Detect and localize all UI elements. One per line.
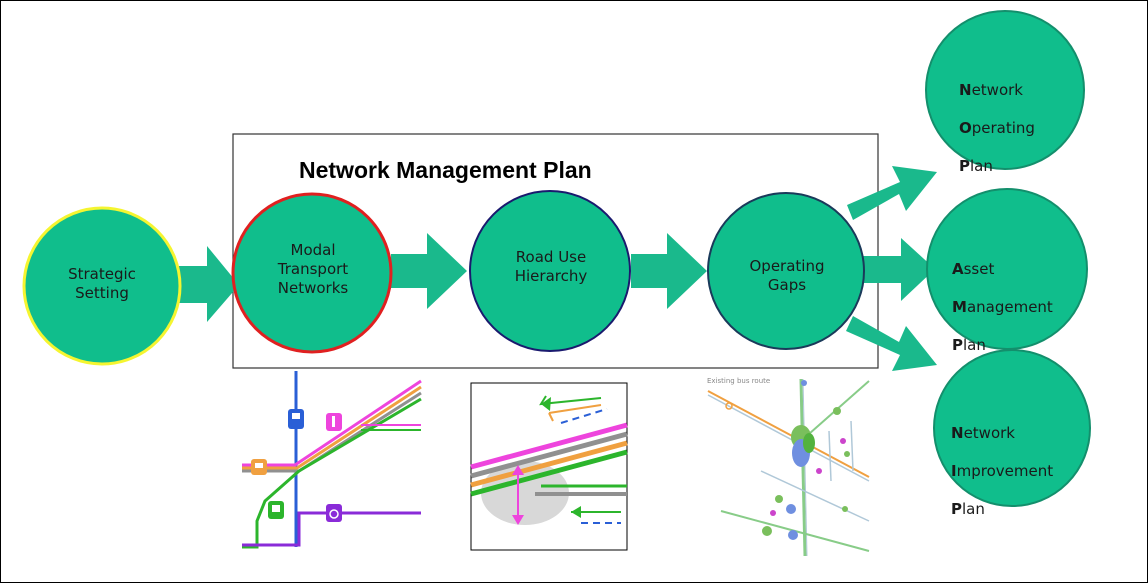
output-asset-label: Asset Management Plan [952, 260, 1053, 354]
node-strategic-label: Strategic Setting [68, 265, 136, 302]
output-improvement-circle [933, 349, 1091, 507]
arrow-gaps-to-operating [847, 166, 937, 220]
node-gaps-label: Operating Gaps [749, 257, 825, 294]
flow-arrows [179, 166, 937, 371]
arrow-gaps-to-improvement [846, 316, 937, 371]
node-strategic-circle [22, 206, 182, 366]
thumb-road-hierarchy [470, 382, 628, 551]
node-road-label: Road Use Hierarchy [514, 248, 588, 285]
plan-title: Network Management Plan [299, 157, 592, 183]
arrow-road-to-gaps [631, 233, 707, 309]
plan-frame [232, 133, 879, 369]
output-operating-circle [925, 10, 1085, 170]
arrow-gaps-to-asset [859, 238, 935, 301]
node-road-circle [469, 190, 631, 352]
arrow-modal-to-road [391, 233, 467, 309]
node-modal-circle [231, 192, 393, 354]
thumb-modal-networks [242, 371, 422, 549]
arrow-strategic-to-modal [179, 246, 239, 322]
gaps-thumb-label: Existing bus route [707, 377, 771, 385]
output-operating-label: Network Operating Plan [959, 81, 1035, 175]
cyclist-icon [326, 504, 342, 522]
node-gaps-circle [707, 192, 865, 350]
node-modal-label: Modal Transport Networks [277, 241, 349, 297]
output-asset-circle [926, 188, 1088, 350]
thumb-operating-gaps [707, 378, 870, 557]
output-improvement-label: Network Improvement Plan [951, 424, 1054, 518]
